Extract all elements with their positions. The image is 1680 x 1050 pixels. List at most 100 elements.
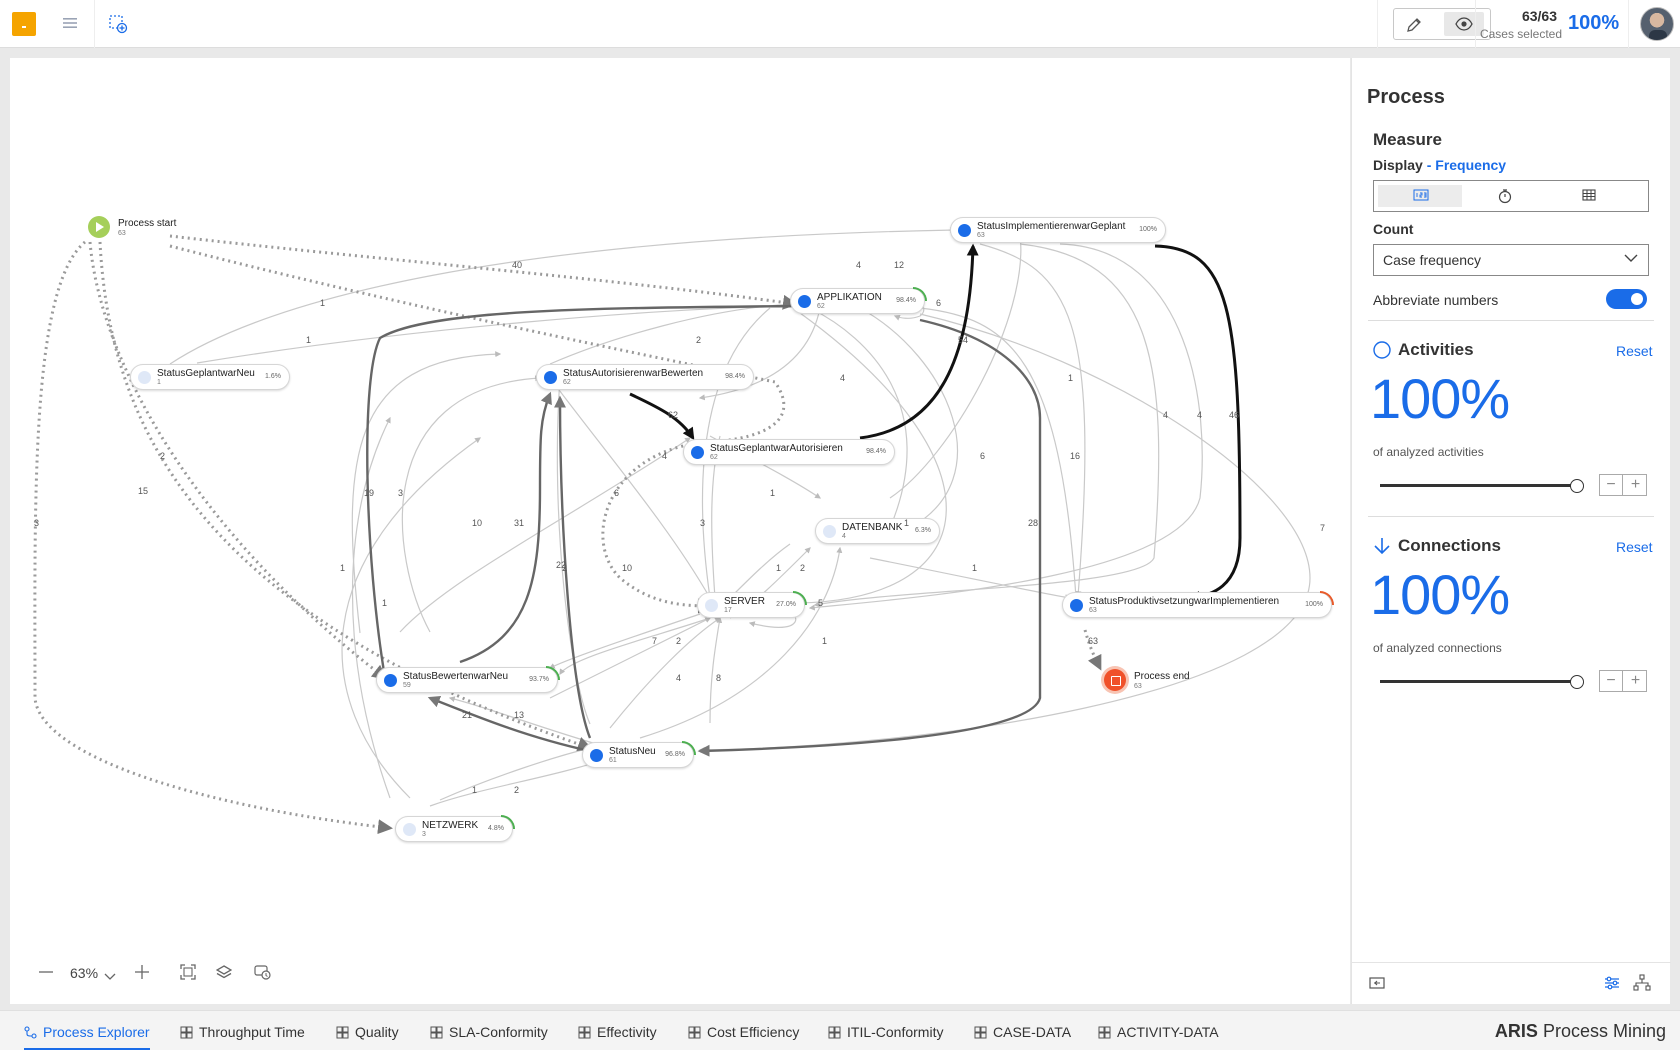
abbreviate-numbers-toggle[interactable] [1606,289,1647,309]
plus-icon[interactable]: + [1630,672,1641,689]
edge-label: 4 [676,673,682,683]
process-end-icon[interactable] [1104,669,1126,691]
tab-case-data[interactable]: CASE-DATA [974,1011,1071,1050]
activities-reset-link[interactable]: Reset [1616,343,1653,359]
process-canvas[interactable]: Process start 63 Process end 63 StatusIm… [10,58,1350,1004]
activity-dot-icon [138,371,151,384]
tab-quality[interactable]: Quality [336,1011,399,1050]
edge-label: 7 [652,636,658,646]
edge-label: 7 [1320,523,1326,533]
edge-label: 2 [562,563,568,573]
abbreviate-numbers-label: Abbreviate numbers [1373,292,1499,308]
node-count: 4 [842,533,846,540]
node-status-geplant-war-neu[interactable]: StatusGeplantwarNeu 1 1.6% [130,364,290,390]
avatar[interactable] [1640,7,1674,41]
brand-rest: Process Mining [1537,1021,1666,1041]
zoom-level[interactable]: 63% [70,965,99,981]
zoom-out-icon[interactable] [38,964,54,985]
app-logo[interactable] [12,12,36,36]
edge-label: 21 [462,710,473,720]
activity-dot-icon [798,295,811,308]
dashboard-icon [180,1026,193,1039]
panel-title: Process [1367,86,1445,108]
add-selection-icon[interactable] [108,14,128,34]
divider [1475,0,1476,48]
node-percent: 100% [1139,226,1157,233]
connections-stepper: − + [1599,670,1647,692]
node-status-neu[interactable]: StatusNeu 61 96.8% [582,741,696,768]
node-status-produktivsetzung-war-implementieren[interactable]: StatusProduktivsetzungwarImplementieren … [1062,591,1334,618]
edge-label: 1 [904,518,910,528]
node-status-geplant-war-autorisieren[interactable]: StatusGeplantwarAutorisieren 62 98.4% [683,439,895,465]
fit-to-screen-icon[interactable] [180,964,196,985]
edge-label: 1 [472,785,478,795]
chevron-down-icon[interactable] [104,968,116,986]
connections-slider[interactable] [1380,680,1576,683]
tab-itil-conformity[interactable]: ITIL-Conformity [828,1011,943,1050]
dashboard-tabs: Process Explorer Throughput Time Quality… [0,1010,1680,1050]
hierarchy-icon[interactable] [1633,974,1651,992]
process-start-label: Process start [118,218,177,229]
filter-sliders-icon[interactable] [1603,974,1621,992]
frequency-mode-button[interactable] [1378,185,1462,207]
node-name: StatusNeu [609,746,656,757]
activity-dot-icon [705,599,718,612]
activities-slider[interactable] [1380,484,1576,487]
tab-effectivity[interactable]: Effectivity [578,1011,657,1050]
collapse-panel-icon[interactable] [1368,974,1386,992]
minus-icon[interactable]: − [1600,475,1623,495]
node-server[interactable]: SERVER 17 27.0% [697,591,807,618]
node-datenbank[interactable]: DATENBANK 4 6.3% [815,518,940,544]
node-name: StatusBewertenwarNeu [403,671,509,682]
edge-label: 22 [556,560,567,570]
activities-circle-icon [1373,341,1391,359]
tab-sla-conformity[interactable]: SLA-Conformity [430,1011,548,1050]
edge-label: 62 [668,410,679,420]
node-applikation[interactable]: APPLIKATION 62 98.4% [790,287,927,314]
tab-process-explorer[interactable]: Process Explorer [24,1011,150,1050]
edge-label: 5 [818,598,824,608]
node-percent: 93.7% [529,676,549,683]
activities-slider-handle[interactable] [1570,479,1584,493]
plus-icon[interactable]: + [1630,476,1641,493]
node-netzwerk[interactable]: NETZWERK 3 4.8% [395,815,515,842]
pencil-icon[interactable] [1404,15,1424,35]
menu-icon[interactable] [62,15,78,31]
display-label: Display [1373,157,1423,173]
eye-icon[interactable] [1444,12,1484,36]
time-mode-button[interactable] [1462,185,1546,207]
edge-label: 2 [514,785,520,795]
node-percent: 4.8% [488,825,504,832]
tab-activity-data[interactable]: ACTIVITY-DATA [1098,1011,1219,1050]
tab-label: Effectivity [597,1024,657,1040]
tab-label: CASE-DATA [993,1024,1072,1040]
divider [1628,0,1629,48]
edge-label: 1 [382,598,388,608]
node-status-bewerten-war-neu[interactable]: StatusBewertenwarNeu 59 93.7% [376,666,560,693]
connections-reset-link[interactable]: Reset [1616,539,1653,555]
minus-icon[interactable]: − [1600,671,1623,691]
legend-icon[interactable] [254,964,272,985]
process-end-count: 63 [1134,683,1142,690]
connections-percent: 100% [1370,563,1510,626]
edge-label: 1 [340,563,346,573]
count-dropdown[interactable]: Case frequency [1373,244,1649,276]
count-label: Count [1373,221,1414,237]
cases-percent: 100% [1568,12,1620,34]
edge-label: 8 [716,673,722,683]
edge-label: 31 [514,518,525,528]
dashboard-icon [688,1026,701,1039]
tab-throughput-time[interactable]: Throughput Time [180,1011,305,1050]
layers-icon[interactable] [215,964,233,985]
node-status-autorisieren-war-bewerten[interactable]: StatusAutorisierenwarBewerten 62 98.4% [536,364,754,390]
dashboard-icon [974,1026,987,1039]
tab-cost-efficiency[interactable]: Cost Efficiency [688,1011,799,1050]
cases-label: Cases selected [1479,27,1562,41]
table-mode-button[interactable] [1546,185,1630,207]
zoom-in-icon[interactable] [134,964,150,985]
edge-label: 1 [1068,373,1074,383]
node-status-implementieren-war-geplant[interactable]: StatusImplementierenwarGeplant 63 100% [950,217,1166,243]
process-start-icon[interactable] [88,216,110,238]
connections-slider-handle[interactable] [1570,675,1584,689]
activity-dot-icon [1070,599,1083,612]
